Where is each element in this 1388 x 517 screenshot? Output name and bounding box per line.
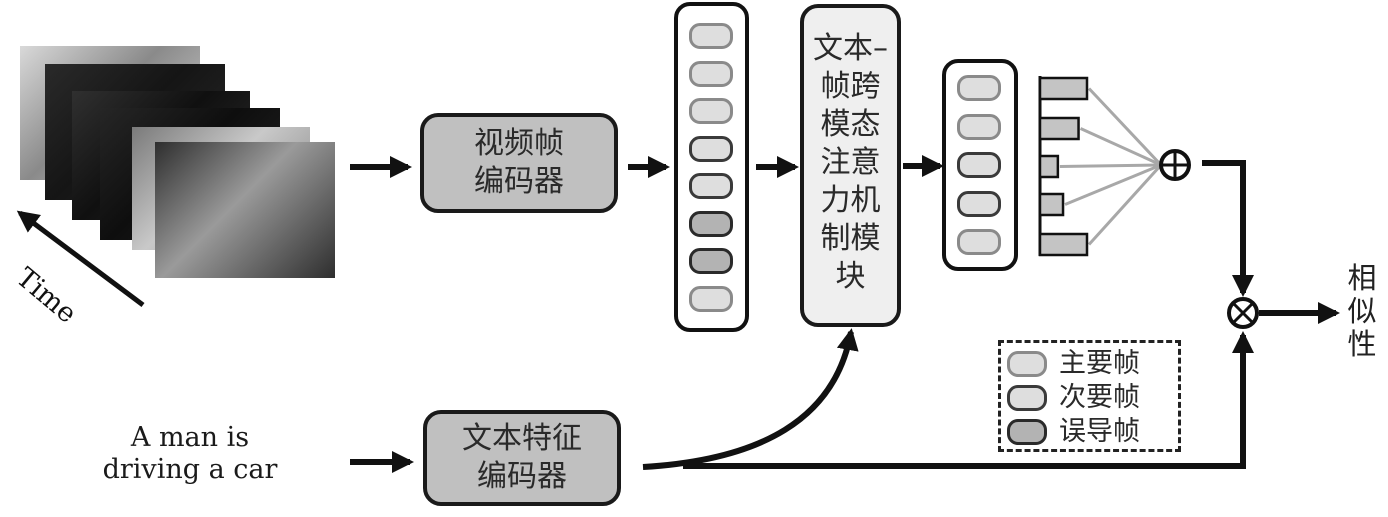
attention-line-4: 注意 xyxy=(820,145,881,180)
video-frame xyxy=(155,142,335,278)
legend-item-primary: 主要帧 xyxy=(1007,349,1140,379)
feature-token-secondary xyxy=(689,135,733,162)
text-query-line-2: driving a car xyxy=(102,454,278,485)
similarity-output-label: 相 似 性 xyxy=(1338,262,1386,361)
attention-line-6: 制模 xyxy=(820,221,881,256)
video-encoder-line-1: 视频帧 xyxy=(474,126,564,161)
text-query: A man is driving a car xyxy=(70,422,310,486)
attention-weight-bar xyxy=(1038,192,1065,217)
feature-token-secondary xyxy=(957,190,1001,217)
output-char-3: 性 xyxy=(1347,327,1377,361)
legend-label: 误导帧 xyxy=(1059,416,1140,447)
similarity-symbol-icon xyxy=(1227,297,1259,329)
feature-token-primary xyxy=(957,75,1001,101)
weight-connector-line xyxy=(1087,163,1163,246)
video-encoder-line-2: 编码器 xyxy=(474,164,564,199)
text-feature-encoder: 文本特征 编码器 xyxy=(423,410,621,506)
feature-token-secondary xyxy=(689,173,733,199)
feature-token-misleading xyxy=(689,248,733,274)
attention-line-5: 力机 xyxy=(820,183,881,218)
feature-token-primary xyxy=(689,60,733,87)
output-char-1: 相 xyxy=(1347,261,1377,295)
attention-line-7: 块 xyxy=(835,259,866,294)
text-encoder-line-2: 编码器 xyxy=(477,459,567,494)
legend-label: 主要帧 xyxy=(1059,348,1140,379)
legend-item-misleading: 误导帧 xyxy=(1007,417,1140,447)
time-arrow xyxy=(16,210,145,308)
attention-line-2: 帧跨 xyxy=(820,69,881,104)
misleading-frame-swatch xyxy=(1007,419,1047,445)
weight-connector-line xyxy=(1059,163,1162,168)
filtered-feature-column xyxy=(942,59,1018,271)
text-frame-cross-modal-attention-module: 文本– 帧跨 模态 注意 力机 制模 块 xyxy=(800,4,901,327)
feature-token-misleading xyxy=(689,210,733,237)
feature-token-primary xyxy=(957,113,1001,140)
arrow-aggregate-to-similarity xyxy=(1202,160,1254,297)
attention-weight-bar xyxy=(1038,76,1089,101)
attention-weight-bar xyxy=(1038,116,1080,141)
attention-weight-bar xyxy=(1038,232,1089,257)
attention-weight-bars xyxy=(1038,76,1163,257)
aggregate-symbol-icon xyxy=(1159,149,1191,181)
weight-connector-line xyxy=(1064,163,1162,206)
frame-feature-column xyxy=(674,2,749,332)
legend-label: 次要帧 xyxy=(1059,382,1140,413)
feature-token-primary xyxy=(957,229,1001,255)
primary-frame-swatch xyxy=(1007,351,1047,377)
arrow-text-encoder-to-attention xyxy=(642,328,859,470)
arrow-text-encoder-to-similarity xyxy=(683,331,1254,469)
text-encoder-line-1: 文本特征 xyxy=(462,421,582,456)
weight-connector-line xyxy=(1079,127,1162,167)
weight-connector-line xyxy=(1087,87,1163,167)
output-char-2: 似 xyxy=(1347,294,1377,328)
legend-item-secondary: 次要帧 xyxy=(1007,383,1140,413)
attention-line-3: 模态 xyxy=(820,107,881,142)
feature-token-primary xyxy=(689,285,733,312)
video-frame-encoder: 视频帧 编码器 xyxy=(420,113,618,213)
attention-weight-bar xyxy=(1038,154,1060,179)
feature-token-primary xyxy=(689,98,733,124)
frame-type-legend: 主要帧 次要帧 误导帧 xyxy=(998,340,1181,452)
text-query-line-1: A man is xyxy=(130,422,250,453)
attention-line-1: 文本– xyxy=(813,31,888,66)
feature-token-primary xyxy=(689,23,733,49)
feature-token-secondary xyxy=(957,152,1001,178)
secondary-frame-swatch xyxy=(1007,385,1047,411)
